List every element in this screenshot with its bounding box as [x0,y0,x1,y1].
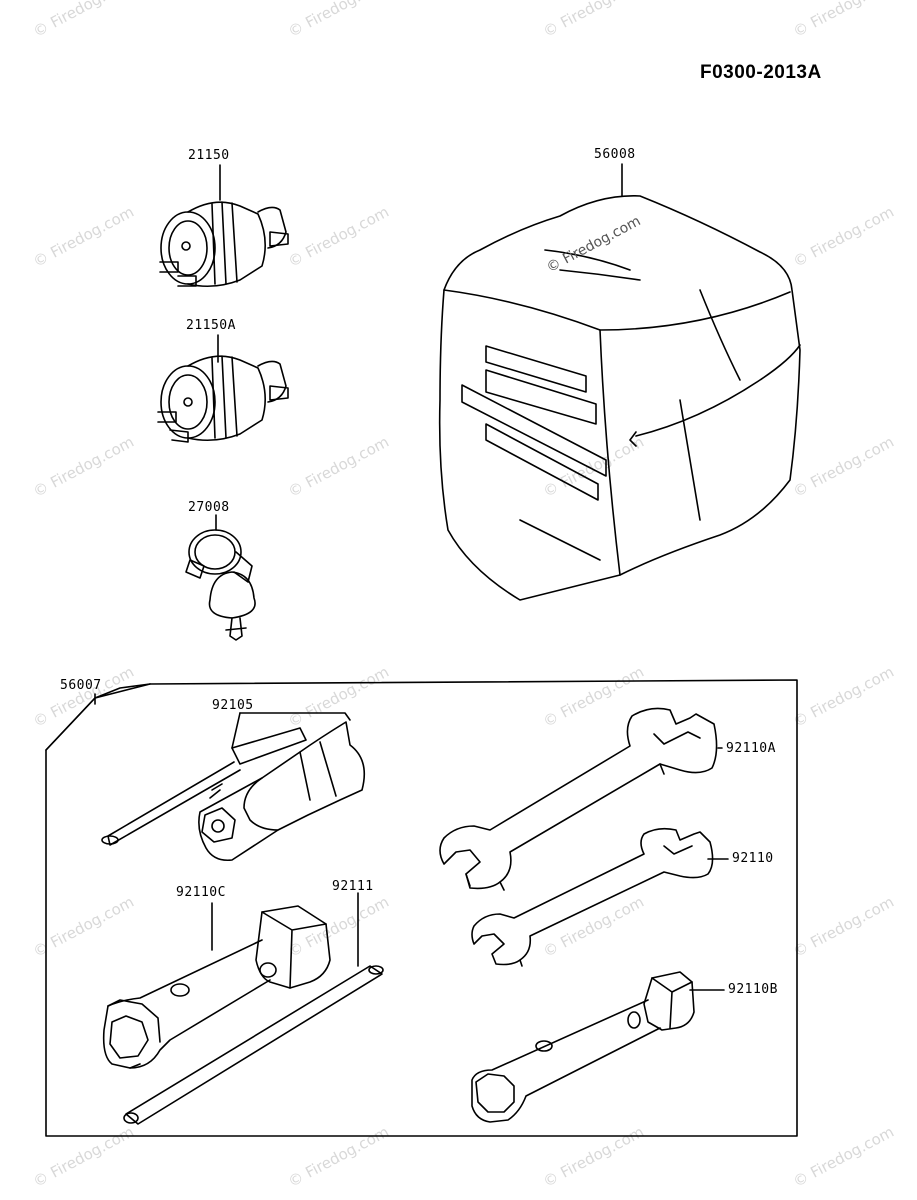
part-label-92110a[interactable]: 92110A [726,741,776,756]
key-27008-drawing [185,514,256,641]
screwdriver-92105-drawing [101,712,366,862]
part-label-56008[interactable]: 56008 [594,147,636,162]
part-label-92110b[interactable]: 92110B [728,982,778,997]
plug-21150a-drawing [157,334,289,443]
box-wrench-92110b-drawing [471,971,725,1123]
rod-92111-drawing [123,892,384,1125]
cover-56008-drawing [438,163,801,601]
part-label-92105[interactable]: 92105 [212,698,254,713]
diagram-code: F0300-2013A [700,62,822,83]
box-wrench-92110c-drawing [102,902,331,1069]
part-label-92111[interactable]: 92111 [332,879,374,894]
plug-21150-drawing [159,164,289,288]
part-label-21150[interactable]: 21150 [188,148,230,163]
part-label-27008[interactable]: 27008 [188,500,230,515]
part-label-56007[interactable]: 56007 [60,678,102,693]
part-label-92110c[interactable]: 92110C [176,885,226,900]
spanner-92110a-drawing [439,707,723,891]
part-label-92110[interactable]: 92110 [732,851,774,866]
toolkit-56007-drawing [45,679,798,1137]
spanner-92110-drawing [471,827,729,967]
part-label-21150a[interactable]: 21150A [186,318,236,333]
